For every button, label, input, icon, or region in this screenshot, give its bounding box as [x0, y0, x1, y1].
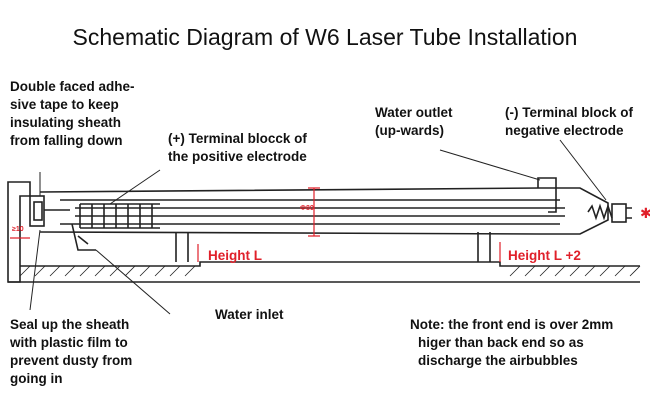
water-inlet-pipe [71, 223, 96, 251]
label-height-l: Height L [208, 248, 262, 263]
label-seal: Seal up the sheath with plastic film to … [10, 317, 133, 386]
dim-diameter-line [308, 187, 320, 237]
water-outlet-pipe [537, 177, 557, 213]
page-title: Schematic Diagram of W6 Laser Tube Insta… [72, 24, 578, 50]
laser-mark: ✱ [640, 205, 650, 221]
ground-hatch [19, 265, 641, 277]
leader-outlet [439, 149, 541, 181]
label-negative: (-) Terminal block of negative electrode [505, 105, 634, 138]
label-positive: (+) Terminal blocck of the positive elec… [168, 131, 307, 164]
tube-inner [60, 199, 560, 225]
tube-core [75, 207, 565, 217]
support-right [477, 232, 491, 262]
label-tape: Double faced adhe- sive tape to keep ins… [10, 79, 135, 148]
positive-coil [79, 204, 153, 228]
label-water-outlet: Water outlet (up-wards) [375, 105, 453, 138]
negative-terminal [611, 203, 627, 223]
left-end-cap [29, 195, 45, 227]
dim-gap-label: ≥10 [12, 226, 24, 233]
support-left [175, 232, 189, 262]
ground-line [20, 261, 640, 267]
label-height-l2: Height L +2 [508, 248, 581, 263]
dim-diameter-label: Ф80 [300, 205, 314, 212]
leader-negative [559, 139, 607, 201]
label-water-inlet: Water inlet [215, 307, 284, 322]
leader-positive [109, 169, 161, 205]
tube-outer [39, 187, 609, 235]
label-note: Note: the front end is over 2mm higer th… [410, 317, 614, 368]
negative-coil [587, 203, 613, 221]
leader-inlet [95, 249, 171, 315]
leader-seal [29, 229, 41, 311]
